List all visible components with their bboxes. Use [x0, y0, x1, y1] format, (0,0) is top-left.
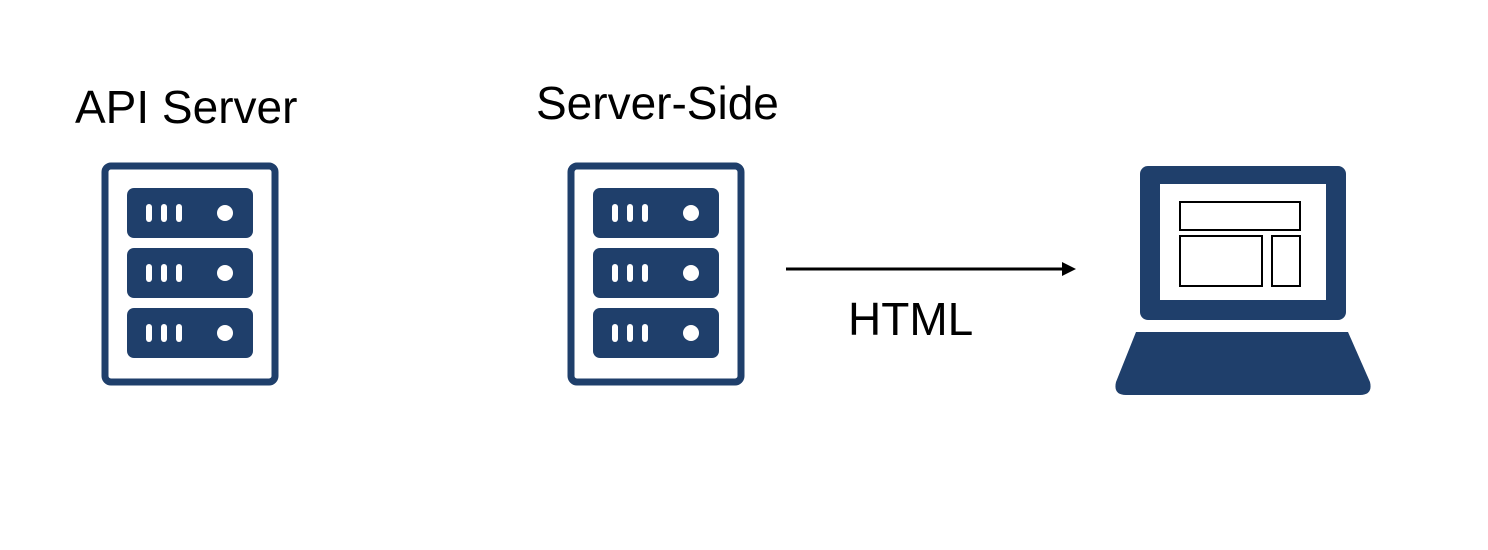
server-unit — [127, 308, 253, 358]
edge-label: HTML — [848, 293, 974, 345]
server-unit — [127, 248, 253, 298]
server-rack-icon — [567, 162, 745, 386]
arrow-right-icon — [786, 262, 1076, 276]
server-side-label: Server-Side — [536, 77, 779, 129]
laptop-icon — [1115, 166, 1371, 395]
server-unit — [127, 188, 253, 238]
server-rack-icon — [101, 162, 279, 386]
api-server-label: API Server — [75, 81, 298, 133]
